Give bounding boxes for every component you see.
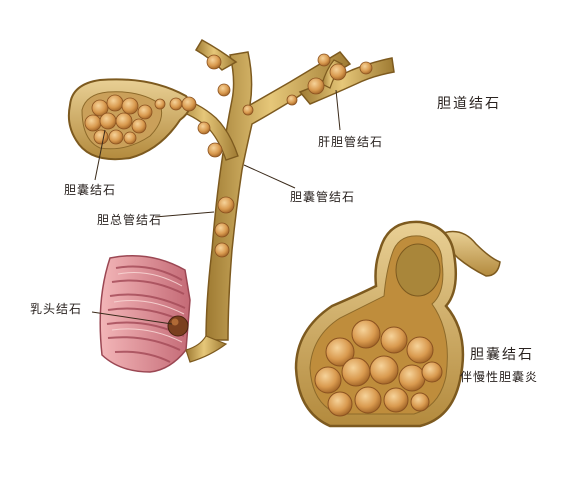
label-intrahepatic-duct-stones: 肝胆管结石 bbox=[318, 135, 384, 149]
biliary-tree bbox=[67, 38, 395, 373]
label-common-bile-duct-stones: 胆总管结石 bbox=[97, 213, 163, 227]
gallbladder-small bbox=[67, 78, 197, 161]
label-gallbladder-stones-left: 胆囊结石 bbox=[64, 183, 117, 197]
leader-lines bbox=[91, 89, 341, 325]
label-papilla-stones: 乳头结石 bbox=[30, 302, 83, 316]
label-biliary-stones: 胆道结石 bbox=[437, 96, 501, 112]
gallbladder-large bbox=[294, 220, 501, 428]
label-cystic-duct-stones: 胆囊管结石 bbox=[290, 190, 356, 204]
label-chronic-cholecystitis: 伴慢性胆囊炎 bbox=[460, 370, 539, 384]
duodenum bbox=[99, 255, 191, 373]
duct-stones bbox=[167, 53, 373, 337]
label-gallbladder-stones-right: 胆囊结石 bbox=[470, 347, 534, 363]
